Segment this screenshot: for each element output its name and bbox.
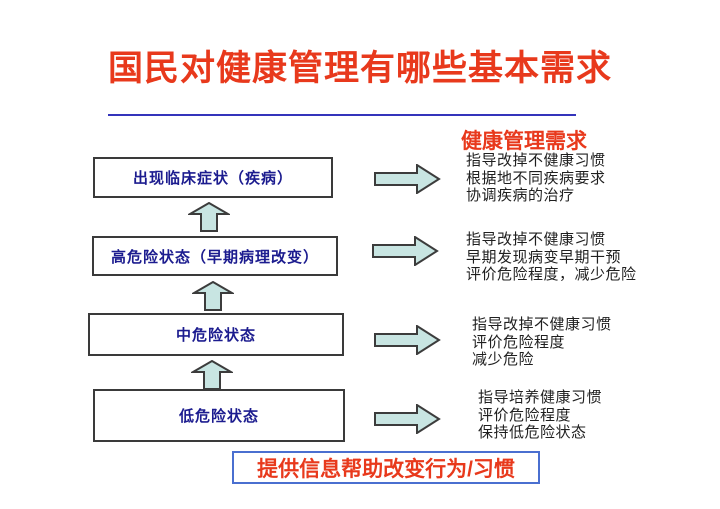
need-item: 保持低危险状态 — [478, 425, 587, 441]
needs-list-clinical-symptoms: 指导改掉不健康习惯 根据地不同疾病要求 协调疾病的治疗 — [466, 153, 606, 206]
need-item: 评价危险程度 — [472, 334, 566, 351]
need-item: 指导改掉不健康习惯 — [466, 232, 606, 248]
need-item: 评价危险程度，减少危险 — [466, 267, 637, 283]
need-item: 减少危险 — [472, 352, 535, 368]
need-item: 指导培养健康习惯 — [478, 390, 603, 406]
stage-box-clinical-symptoms: 出现临床症状（疾病） — [93, 157, 333, 198]
bottom-banner-label: 提供信息帮助改变行为/习惯 — [257, 457, 515, 481]
need-item: 早期发现病变早期干预 — [466, 249, 622, 266]
section-header: 健康管理需求 — [461, 129, 587, 153]
stage-box-low-risk: 低危险状态 — [93, 389, 345, 442]
stage-box-label: 低危险状态 — [178, 409, 259, 425]
need-item: 根据地不同疾病要求 — [466, 170, 606, 187]
right-arrow-icon — [374, 164, 441, 194]
right-arrow-icon — [374, 325, 441, 355]
needs-list-medium-risk: 指导改掉不健康习惯 评价危险程度 减少危险 — [472, 317, 612, 370]
need-item: 指导改掉不健康习惯 — [466, 153, 606, 169]
need-item: 指导改掉不健康习惯 — [472, 317, 612, 333]
stage-box-high-risk: 高危险状态（早期病理改变） — [92, 236, 338, 276]
needs-list-low-risk: 指导培养健康习惯 评价危险程度 保持低危险状态 — [478, 390, 602, 443]
right-arrow-icon — [374, 404, 441, 434]
need-item: 协调疾病的治疗 — [466, 188, 575, 204]
stage-box-label: 出现临床症状（疾病） — [132, 171, 293, 187]
bottom-banner: 提供信息帮助改变行为/习惯 — [232, 451, 540, 484]
up-arrow-icon — [188, 202, 230, 232]
stage-box-medium-risk: 中危险状态 — [88, 313, 344, 356]
up-arrow-icon — [191, 360, 233, 390]
need-item: 评价危险程度 — [478, 407, 572, 424]
right-arrow-icon — [372, 236, 439, 266]
stage-box-label: 中危险状态 — [175, 328, 256, 344]
title-divider — [108, 114, 576, 116]
needs-list-high-risk: 指导改掉不健康习惯 早期发现病变早期干预 评价危险程度，减少危险 — [466, 232, 637, 285]
page-title: 国民对健康管理有哪些基本需求 — [107, 49, 612, 88]
stage-box-label: 高危险状态（早期病理改变） — [110, 249, 319, 266]
up-arrow-icon — [192, 281, 234, 311]
